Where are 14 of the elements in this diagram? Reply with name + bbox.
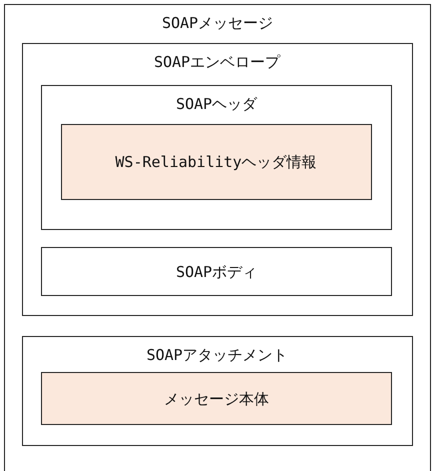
container-box — [4, 4, 431, 471]
content-box — [41, 247, 392, 296]
box-label: SOAPメッセージ — [162, 14, 274, 32]
box-label: SOAPエンベロープ — [154, 52, 280, 70]
container-box — [22, 42, 412, 316]
box-label: SOAPボディ — [176, 262, 258, 280]
container-box — [41, 85, 392, 230]
content-box — [41, 372, 392, 425]
content-box — [60, 124, 372, 200]
box-label: WS-Reliabilityヘッダ情報 — [115, 152, 317, 170]
box-label: SOAPアタッチメント — [146, 346, 288, 364]
container-box — [22, 336, 412, 446]
box-label: メッセージ本体 — [164, 390, 269, 408]
box-label: SOAPヘッダ — [176, 95, 258, 113]
